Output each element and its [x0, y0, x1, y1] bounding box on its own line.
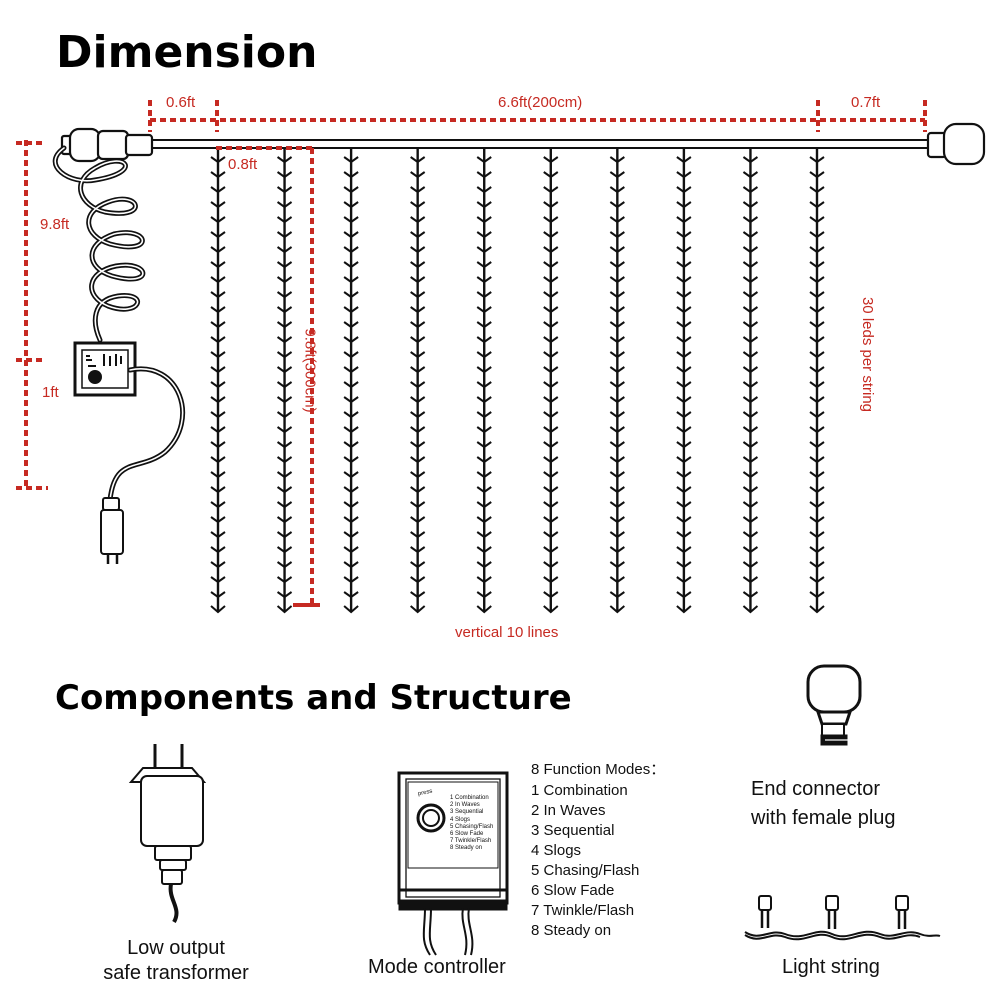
led — [276, 156, 293, 599]
light-string-6 — [543, 148, 559, 614]
led — [742, 156, 759, 599]
function-mode-item: 1 Combination — [531, 782, 628, 799]
function-mode-item: 7 Twinkle/Flash — [531, 902, 635, 919]
led — [809, 156, 825, 599]
function-modes-list: 1 Combination 2 In Waves 3 Sequential 4 Slo… — [531, 781, 639, 941]
transformer-label-line-1: Low output — [127, 937, 225, 959]
light-string-5 — [476, 148, 492, 614]
input-connector — [60, 127, 154, 163]
function-modes-title: 8 Function Modes： — [531, 761, 666, 778]
light-string-10 — [809, 148, 825, 614]
controller-mini-mode: 4 Slogs — [450, 816, 471, 823]
light-string-3 — [343, 148, 359, 614]
led — [609, 156, 625, 599]
led — [410, 156, 426, 599]
cable-length-label: 9.8ft — [40, 216, 70, 233]
light-string-drawing — [744, 895, 941, 941]
function-mode-item: 3 Sequential — [531, 822, 615, 839]
function-mode-item: 5 Chasing/Flash — [531, 862, 640, 879]
light-string-1 — [210, 148, 226, 614]
controller-mini-mode: 3 Sequential — [450, 809, 484, 816]
function-mode-item: 6 Slow Fade — [531, 882, 615, 899]
controller-mini-mode: 7 Twinkle/Flash — [450, 838, 492, 845]
end-connector-label-line-1: End connector — [751, 778, 880, 800]
left-lead-label: 0.6ft — [166, 94, 196, 111]
end-connector-label: End connector with female plug — [751, 775, 896, 833]
mode-controller-drawing — [397, 771, 509, 956]
controller-mini-mode: 1 Combination — [450, 795, 489, 801]
led — [676, 156, 692, 599]
controller-mini-mode: 6 Slow Fade — [450, 831, 484, 838]
transformer-label-line-2: safe transformer — [103, 962, 249, 984]
right-lead-label: 0.7ft — [851, 94, 881, 111]
mode-controller-label: Mode controller — [368, 956, 506, 978]
led — [543, 156, 559, 599]
leds-per-string-label: 30 leds per string — [859, 296, 877, 413]
controller-small-box — [73, 341, 137, 397]
light-string-label: Light string — [782, 956, 880, 978]
drop-length-label: 9.8ft(300cm) — [301, 328, 319, 413]
width-label: 6.6ft(200cm) — [498, 94, 583, 111]
led — [476, 156, 492, 599]
line-count-label: vertical 10 lines — [455, 624, 559, 641]
function-mode-item: 4 Slogs — [531, 842, 582, 859]
led — [343, 156, 359, 599]
transformer-drawing — [128, 744, 207, 923]
function-mode-item: 2 In Waves — [531, 802, 606, 819]
dimension-heading: Dimension — [56, 27, 318, 78]
light-strings — [210, 148, 825, 614]
controller-mini-mode: 5 Chasing/Flash — [450, 823, 494, 830]
controller-mini-mode: 2 In Waves — [450, 802, 480, 809]
spacing-label: 0.8ft — [228, 156, 258, 173]
controller-mini-mode: 8 Steady on — [450, 845, 483, 852]
end-connector-drawing — [806, 664, 862, 746]
transformer-label: Low output safe transformer — [96, 936, 256, 986]
function-mode-item: 8 Steady on — [531, 922, 612, 939]
components-heading: Components and Structure — [55, 678, 572, 718]
light-string-4 — [410, 148, 426, 614]
led — [210, 156, 226, 599]
end-connector-label-line-2: with female plug — [751, 807, 896, 829]
plug-lead-label: 1ft — [42, 384, 59, 401]
end-connector — [926, 122, 986, 166]
light-string-2 — [276, 148, 293, 614]
light-string-9 — [742, 148, 759, 614]
light-string-8 — [676, 148, 692, 614]
light-string-7 — [609, 148, 625, 614]
wall-plug — [100, 497, 124, 564]
